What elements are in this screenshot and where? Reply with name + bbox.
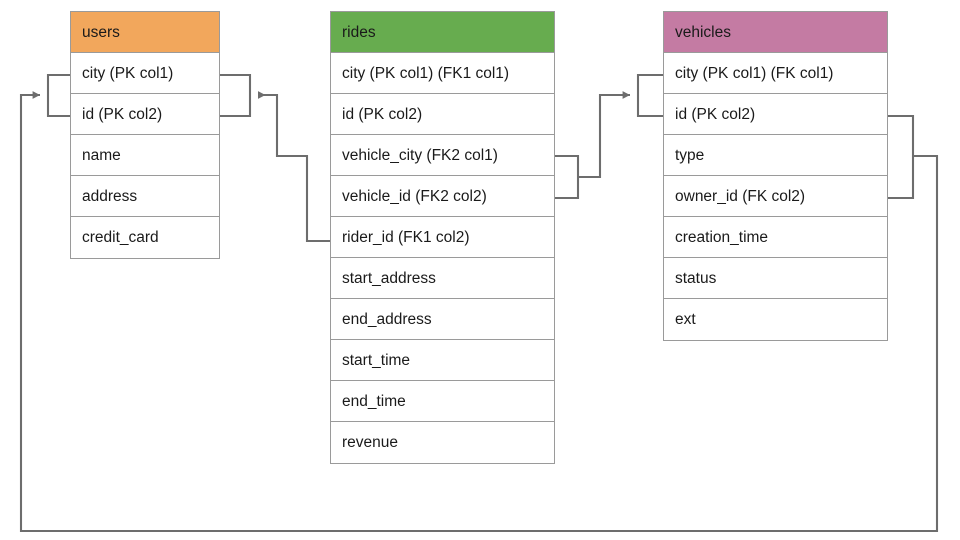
- table-title-users: users: [71, 12, 219, 53]
- column-rides-rider-id[interactable]: rider_id (FK1 col2): [331, 217, 554, 258]
- edge-rides-fk1-to-users: [258, 91, 330, 243]
- column-vehicles-id[interactable]: id (PK col2): [664, 94, 887, 135]
- edge-rides-fk2-to-vehicles: [578, 91, 630, 179]
- column-vehicles-city[interactable]: city (PK col1) (FK col1): [664, 53, 887, 94]
- table-title-rides: rides: [331, 12, 554, 53]
- edge-rides-right-bracket: [555, 154, 580, 200]
- entity-table-rides[interactable]: rides city (PK col1) (FK1 col1) id (PK c…: [330, 11, 555, 464]
- entity-table-vehicles[interactable]: vehicles city (PK col1) (FK col1) id (PK…: [663, 11, 888, 341]
- column-rides-vehicle-id[interactable]: vehicle_id (FK2 col2): [331, 176, 554, 217]
- table-title-vehicles: vehicles: [664, 12, 887, 53]
- column-users-name[interactable]: name: [71, 135, 219, 176]
- edge-users-left-bracket: [46, 73, 70, 118]
- column-rides-vehicle-city[interactable]: vehicle_city (FK2 col1): [331, 135, 554, 176]
- column-vehicles-ext[interactable]: ext: [664, 299, 887, 340]
- column-vehicles-creation-time[interactable]: creation_time: [664, 217, 887, 258]
- edge-vehicles-right-bracket: [888, 114, 915, 200]
- column-rides-start-time[interactable]: start_time: [331, 340, 554, 381]
- column-users-credit-card[interactable]: credit_card: [71, 217, 219, 258]
- column-rides-id[interactable]: id (PK col2): [331, 94, 554, 135]
- column-vehicles-owner-id[interactable]: owner_id (FK col2): [664, 176, 887, 217]
- column-users-id[interactable]: id (PK col2): [71, 94, 219, 135]
- column-rides-start-address[interactable]: start_address: [331, 258, 554, 299]
- column-vehicles-type[interactable]: type: [664, 135, 887, 176]
- column-rides-end-time[interactable]: end_time: [331, 381, 554, 422]
- column-users-address[interactable]: address: [71, 176, 219, 217]
- column-rides-end-address[interactable]: end_address: [331, 299, 554, 340]
- column-rides-revenue[interactable]: revenue: [331, 422, 554, 463]
- edge-vehicles-left-bracket: [636, 73, 663, 118]
- column-rides-city[interactable]: city (PK col1) (FK1 col1): [331, 53, 554, 94]
- edge-users-right-bracket: [220, 73, 252, 118]
- entity-table-users[interactable]: users city (PK col1) id (PK col2) name a…: [70, 11, 220, 259]
- column-vehicles-status[interactable]: status: [664, 258, 887, 299]
- column-users-city[interactable]: city (PK col1): [71, 53, 219, 94]
